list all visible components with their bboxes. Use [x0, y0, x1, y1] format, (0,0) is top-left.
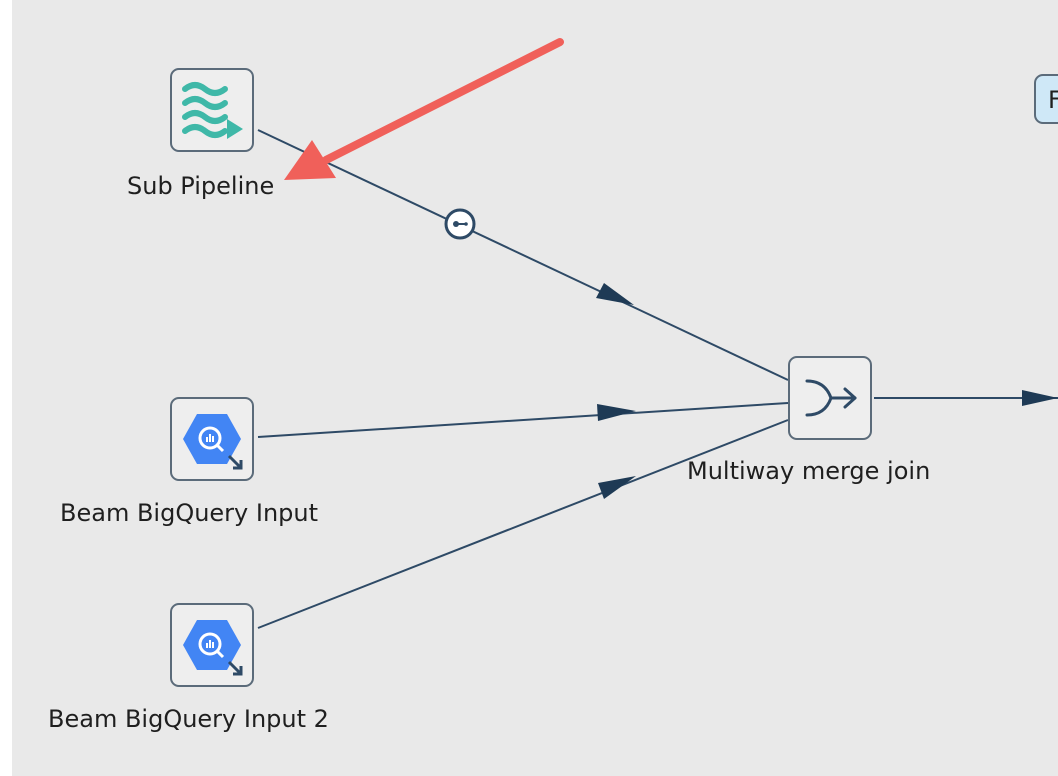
- sub-pipeline-node[interactable]: [170, 68, 254, 152]
- hop-bq1-to-merge[interactable]: [257, 402, 789, 438]
- merge-join-icon: [805, 379, 857, 417]
- hop-arrow-bq1: [597, 404, 636, 421]
- bq-input-label: Beam BigQuery Input: [60, 499, 319, 527]
- bigquery-icon: [183, 620, 243, 676]
- partial-node-label: F: [1048, 86, 1058, 114]
- bq-input-2-node[interactable]: [170, 603, 254, 687]
- bigquery-icon: [183, 414, 243, 470]
- partial-node[interactable]: F: [1034, 74, 1058, 124]
- bq-input-node[interactable]: [170, 397, 254, 481]
- sub-pipeline-label: Sub Pipeline: [127, 172, 275, 200]
- hop-arrow-sub: [596, 283, 634, 305]
- merge-join-node[interactable]: [788, 356, 872, 440]
- merge-join-label: Multiway merge join: [687, 457, 931, 485]
- hop-sub-to-merge[interactable]: [257, 129, 789, 381]
- hop-bq2-to-merge[interactable]: [257, 419, 789, 629]
- bq-input-2-label: Beam BigQuery Input 2: [48, 705, 329, 733]
- wave-play-icon: [182, 82, 243, 139]
- hop-arrow-bq2: [598, 476, 636, 499]
- hop-arrow-out: [1022, 390, 1058, 406]
- info-circle-icon[interactable]: [444, 208, 476, 240]
